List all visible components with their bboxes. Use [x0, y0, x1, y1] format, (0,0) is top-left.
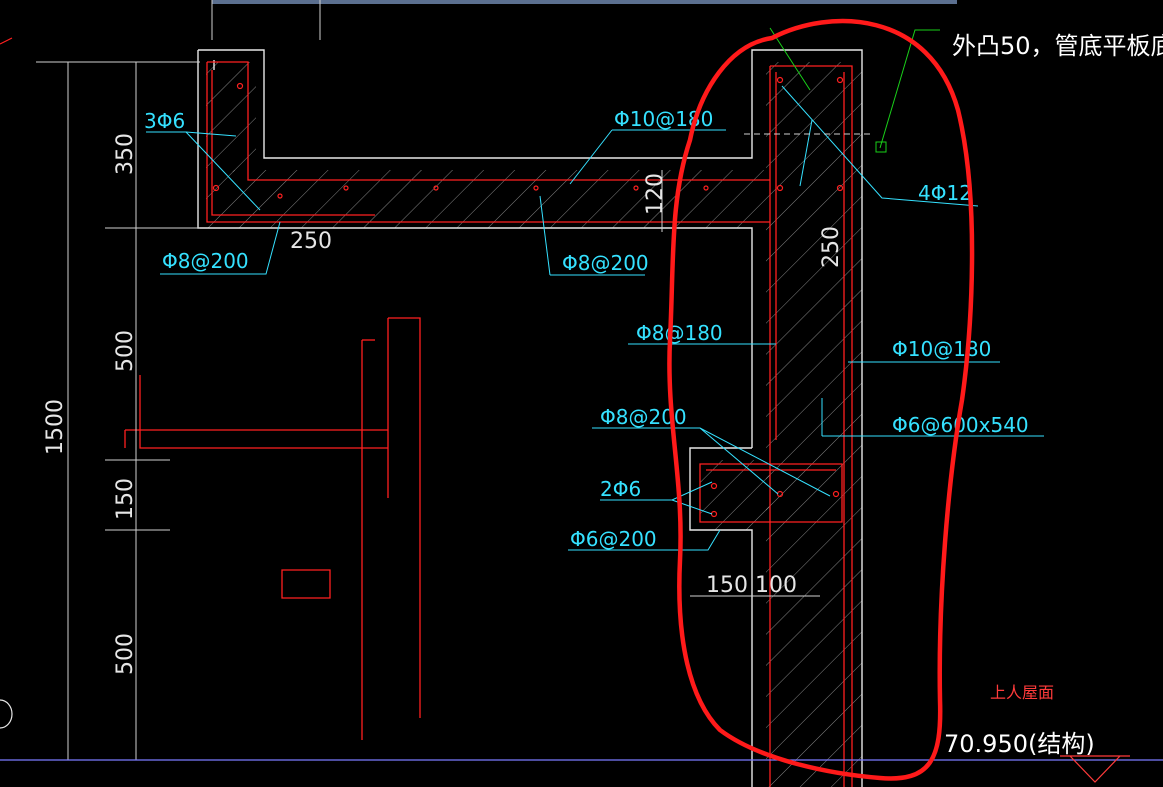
leader-lines: [146, 85, 1044, 551]
dim-1500: 1500: [43, 399, 68, 455]
label-3phi6: 3Φ6: [144, 109, 185, 133]
dim-150-100: 150 100: [706, 573, 797, 598]
label-4phi12: 4Φ12: [918, 181, 972, 205]
label-phi8-180: Φ8@180: [636, 321, 723, 345]
dim-150: 150: [113, 478, 138, 520]
top-note-line2: 外凸50，管底平板底: [952, 32, 1163, 60]
dimension-texts: 1500 350 500 150 500 250 120 250 150 100: [43, 133, 844, 675]
rebar-lines: [124, 61, 853, 787]
label-phi6-200: Φ6@200: [570, 527, 657, 551]
label-phi8-200-mid: Φ8@200: [562, 251, 649, 275]
corbel-hatch: [700, 460, 770, 530]
highlight-annotation: [667, 18, 975, 781]
concrete-hatch-group: [206, 62, 862, 787]
roof-label: 上人屋面: [990, 683, 1054, 702]
section-outline: [197, 49, 863, 787]
dim-250-bottom: 250: [290, 229, 332, 254]
wall-hatch: [766, 62, 862, 787]
left-edge-mark: [0, 37, 13, 45]
label-phi8-200-left: Φ8@200: [162, 249, 249, 273]
dim-250-wall: 250: [819, 226, 844, 268]
dim-500-lower: 500: [113, 633, 138, 675]
dimension-lines: [36, 0, 1163, 761]
label-phi10-180-right: Φ10@180: [892, 337, 991, 361]
elevation-marker: [1060, 755, 1130, 783]
dim-350: 350: [113, 133, 138, 175]
elevation-value: 70.950(结构): [944, 730, 1095, 758]
left-edge-arc: [0, 699, 13, 729]
dim-500-upper: 500: [113, 330, 138, 372]
top-window-border: [212, 0, 957, 4]
dim-120: 120: [643, 173, 668, 215]
green-leader: [744, 27, 940, 153]
rebar-dots: [212, 76, 844, 518]
label-2phi6: 2Φ6: [600, 477, 641, 501]
